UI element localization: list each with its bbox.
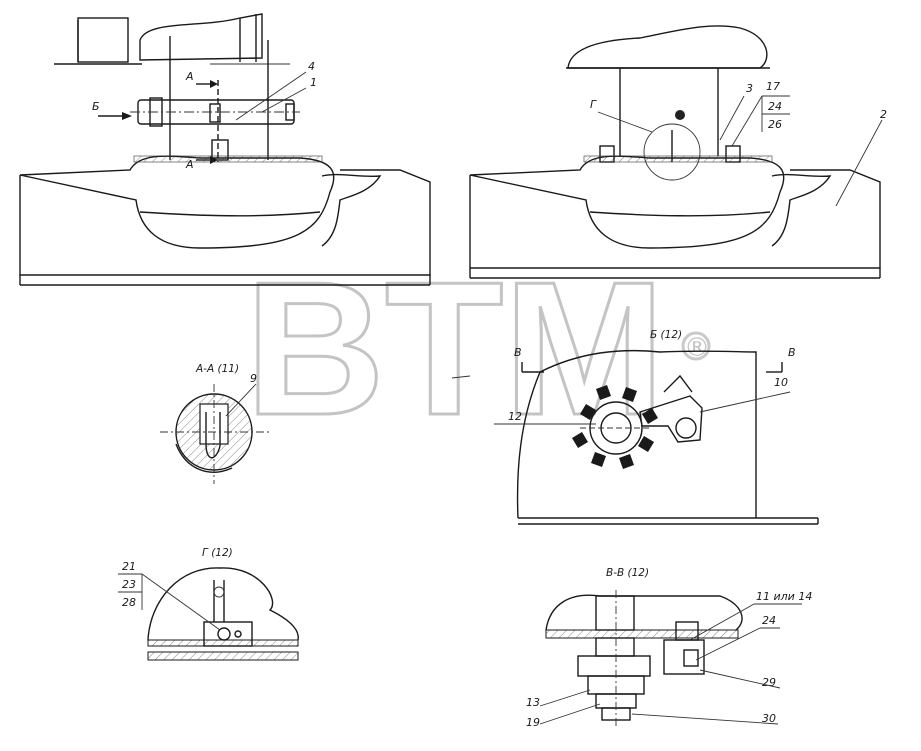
ratchet-lever [639,374,703,443]
section-aa-title: А-А (11) [195,363,239,375]
callout-24-vv: 24 [762,614,776,627]
callout-17: 17 [766,80,780,93]
callout-29: 29 [762,676,776,689]
right-callouts: Г 3 17 24 26 2 [590,80,887,207]
view-b-title: Б (12) [650,329,682,341]
registered-mark: ® [684,333,710,363]
callout-30: 30 [762,712,776,725]
callout-10: 10 [774,376,788,389]
callout-11-or-14: 11 или 14 [756,590,812,603]
section-vv: В-В (12) 11 или 14 24 29 13 19 30 [526,567,812,729]
sprocket-gear [572,385,658,469]
callout-9: 9 [250,372,257,385]
left-callouts: А Б А 4 1 [92,60,317,171]
right-assembly-view [469,25,881,279]
callout-1: 1 [310,76,317,89]
callout-26: 26 [768,118,782,131]
view-g: Г (12) 21 23 28 [118,547,299,661]
callout-3: 3 [746,82,753,95]
section-aa: А-А (11) 9 [160,363,270,484]
label-b-arrow: Б [92,100,100,113]
callout-2: 2 [880,108,887,121]
left-assembly-view [19,13,431,286]
label-a-top: А [185,70,194,83]
callout-12: 12 [508,410,522,423]
callout-19: 19 [526,716,540,729]
view-g-title: Г (12) [202,547,233,559]
section-vv-title: В-В (12) [606,567,649,579]
view-b: Б (12) В В 10 12 [451,329,819,525]
callout-28: 28 [122,596,136,609]
callout-24-top: 24 [768,100,782,113]
callout-13: 13 [526,696,540,709]
callout-4: 4 [308,60,315,73]
registered-mark-circle [681,331,711,361]
label-v-right: В [788,346,796,359]
label-g-circle: Г [590,98,597,111]
label-a-bottom: А [185,158,194,171]
callout-21: 21 [122,560,136,573]
callout-23: 23 [122,578,136,591]
label-v-left: В [514,346,522,359]
